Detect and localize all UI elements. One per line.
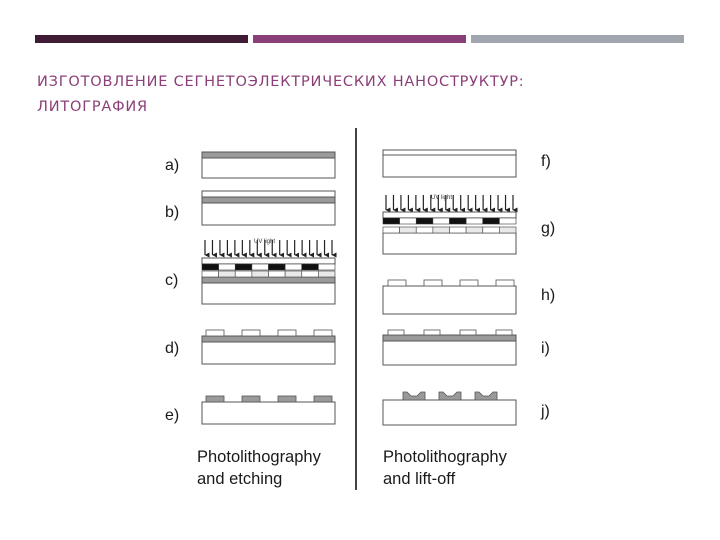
pattern-island xyxy=(459,329,477,336)
pattern-island xyxy=(241,395,261,403)
step-i-label: i) xyxy=(541,340,550,357)
mask-segment xyxy=(268,263,286,271)
liftoff-structure xyxy=(438,391,462,401)
photomask-c xyxy=(201,263,336,271)
pattern-island xyxy=(313,329,333,337)
pattern-island xyxy=(241,329,261,337)
pattern-island xyxy=(277,329,297,337)
mask-segment xyxy=(382,217,400,225)
pattern-island xyxy=(387,329,405,336)
step-i-figure xyxy=(382,329,517,366)
right-caption-line-1: Photolithography xyxy=(383,448,508,466)
step-j-figure xyxy=(382,391,517,426)
resist-segment xyxy=(432,226,450,234)
resist-segment xyxy=(234,270,253,278)
header-bar-accent xyxy=(253,35,466,43)
resist-segment xyxy=(449,226,467,234)
step-h-figure xyxy=(382,279,517,315)
mask-segment xyxy=(284,263,303,271)
step-a-figure xyxy=(201,151,336,179)
mask-segment xyxy=(301,263,319,271)
pattern-island xyxy=(277,395,297,403)
resist-pattern-c xyxy=(201,270,336,278)
header-bar-dark xyxy=(35,35,248,43)
slide-title: ИЗГОТОВЛЕНИЕ СЕГНЕТОЭЛЕКТРИЧЕСКИХ НАНОСТ… xyxy=(37,70,677,120)
pattern-island xyxy=(313,395,333,403)
mask-segment xyxy=(482,217,500,225)
coated-islands-i xyxy=(387,329,513,336)
step-c-label: c) xyxy=(165,272,178,289)
mask-segment xyxy=(201,263,219,271)
pattern-island xyxy=(387,279,407,287)
resist-segment xyxy=(415,226,434,234)
mask-segment xyxy=(465,217,484,225)
resist-segment xyxy=(301,270,319,278)
mask-segment xyxy=(234,263,253,271)
step-d-label: d) xyxy=(165,340,179,357)
step-h-label: h) xyxy=(541,287,555,304)
mask-segment xyxy=(432,217,450,225)
step-b-label: b) xyxy=(165,204,179,221)
mask-segment xyxy=(399,217,417,225)
mask-segment xyxy=(449,217,467,225)
resist-segment xyxy=(318,270,336,278)
step-d-figure xyxy=(201,329,336,365)
uv-light-label-c: UV light xyxy=(254,239,275,245)
step-f-label: f) xyxy=(541,153,551,170)
resist-segment xyxy=(268,270,286,278)
slide-title-line-2: ЛИТОГРАФИЯ xyxy=(37,99,148,115)
step-g-label: g) xyxy=(541,220,555,237)
pattern-island xyxy=(423,329,441,336)
pattern-island xyxy=(205,329,225,337)
resist-segment xyxy=(399,226,417,234)
step-c-figure: UV light xyxy=(201,239,337,305)
resist-segment xyxy=(382,226,400,234)
resist-segment xyxy=(482,226,500,234)
pattern-island xyxy=(459,279,479,287)
resist-segment xyxy=(218,270,236,278)
photomask-g xyxy=(382,217,517,225)
liftoff-structure xyxy=(402,391,426,401)
mask-segment xyxy=(218,263,236,271)
step-f-figure xyxy=(382,149,517,178)
mask-segment xyxy=(251,263,269,271)
resist-segment xyxy=(201,270,219,278)
resist-segment xyxy=(499,226,517,234)
mask-segment xyxy=(318,263,336,271)
step-b-figure xyxy=(201,190,336,226)
resist-islands-d xyxy=(205,329,333,337)
left-caption-line-1: Photolithography xyxy=(197,448,322,466)
mask-segment xyxy=(499,217,517,225)
pattern-island xyxy=(423,279,443,287)
header-bar-grey xyxy=(471,35,684,43)
resist-segment xyxy=(284,270,303,278)
liftoff-structures-j xyxy=(402,391,498,401)
step-a-label: a) xyxy=(165,157,179,174)
step-e-label: e) xyxy=(165,407,179,424)
uv-light-label-g: UV light xyxy=(431,195,452,201)
uv-arrows-c xyxy=(204,240,337,258)
step-e-figure xyxy=(201,395,336,425)
resist-segment xyxy=(465,226,484,234)
uv-arrows-g xyxy=(385,195,518,213)
resist-islands-h xyxy=(387,279,515,287)
etched-islands-e xyxy=(205,395,333,403)
resist-pattern-g xyxy=(382,226,517,234)
resist-segment xyxy=(251,270,269,278)
left-caption-line-2: and etching xyxy=(197,470,282,488)
pattern-island xyxy=(495,279,515,287)
liftoff-structure xyxy=(474,391,498,401)
slide-title-line-1: ИЗГОТОВЛЕНИЕ СЕГНЕТОЭЛЕКТРИЧЕСКИХ НАНОСТ… xyxy=(37,74,525,90)
step-g-figure: UV light xyxy=(382,195,518,255)
pattern-island xyxy=(495,329,513,336)
pattern-island xyxy=(205,395,225,403)
mask-segment xyxy=(415,217,434,225)
right-caption-line-2: and lift-off xyxy=(383,470,456,488)
step-j-label: j) xyxy=(540,403,550,420)
